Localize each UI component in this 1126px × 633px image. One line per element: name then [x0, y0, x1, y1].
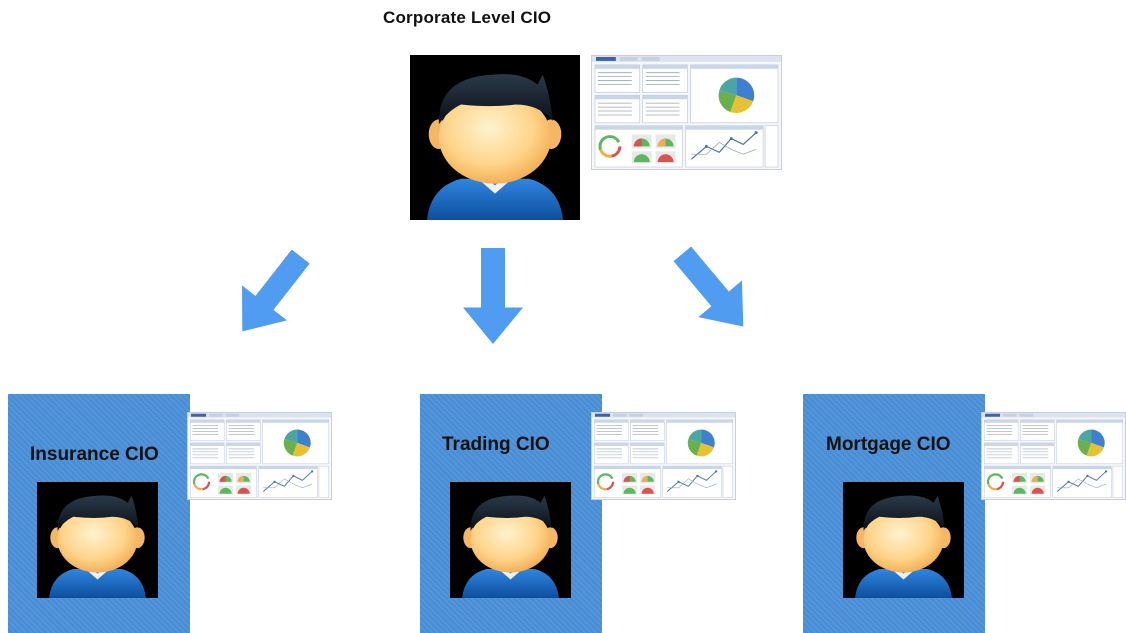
dashboard-thumbnail-icon: [981, 412, 1126, 500]
insurance-cio-title: Insurance CIO: [30, 444, 159, 465]
user-avatar-icon: [37, 482, 158, 598]
dashboard-thumbnail-icon: [591, 412, 736, 500]
user-avatar-icon: [450, 482, 571, 598]
mortgage-cio-panel: Mortgage CIO: [803, 394, 985, 633]
dashboard-thumbnail-icon: [591, 55, 782, 170]
trading-cio-title: Trading CIO: [442, 434, 550, 455]
user-avatar-icon: [843, 482, 964, 598]
arrow-right-down-icon: [659, 228, 770, 342]
user-avatar-icon: [410, 55, 580, 220]
mortgage-cio-title: Mortgage CIO: [826, 434, 951, 455]
insurance-cio-panel: Insurance CIO: [8, 394, 190, 633]
dashboard-thumbnail-icon: [187, 412, 332, 500]
arrow-left-down-icon: [222, 238, 333, 352]
arrow-down-icon: [463, 248, 523, 344]
corporate-cio-title: Corporate Level CIO: [383, 8, 552, 27]
trading-cio-panel: Trading CIO: [420, 394, 602, 633]
